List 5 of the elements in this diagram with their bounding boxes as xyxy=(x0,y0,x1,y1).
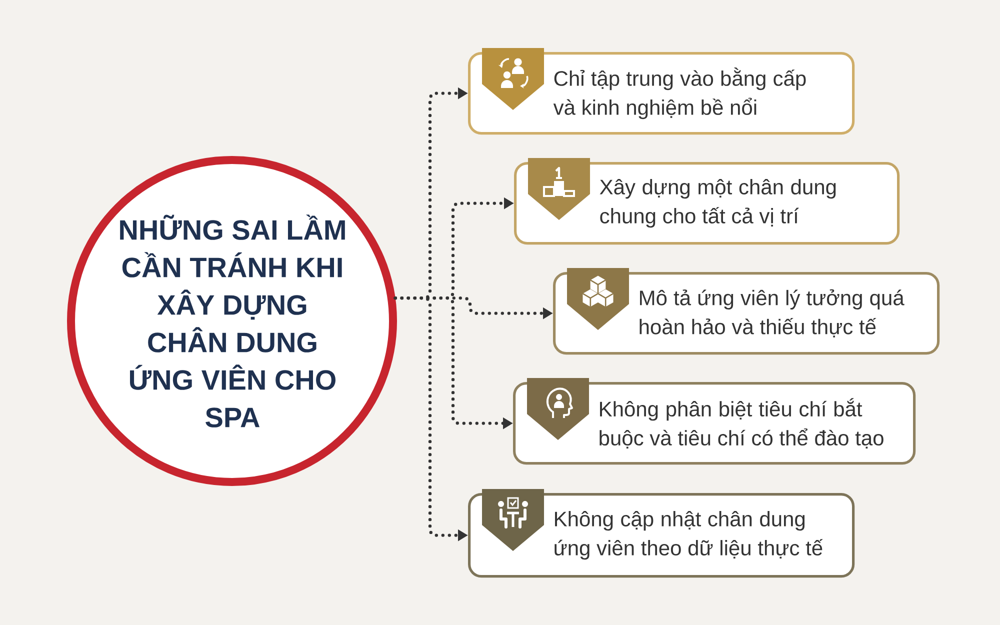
text-box: Không cập nhật chân dung ứng viên theo dữ liệu thực tế xyxy=(468,493,855,578)
text-box: Không phân biệt tiêu chí bắt buộc và tiêu chí có thể đào tạo xyxy=(513,382,916,465)
text-box: Chỉ tập trung vào bằng cấp và kinh nghiệm bề nổi xyxy=(468,52,855,135)
text-box: Mô tả ứng viên lý tưởng quá hoàn hảo và thiếu thực tế xyxy=(553,272,940,355)
text-box: Xây dựng một chân dung chung cho tất cả vị trí xyxy=(514,162,900,245)
